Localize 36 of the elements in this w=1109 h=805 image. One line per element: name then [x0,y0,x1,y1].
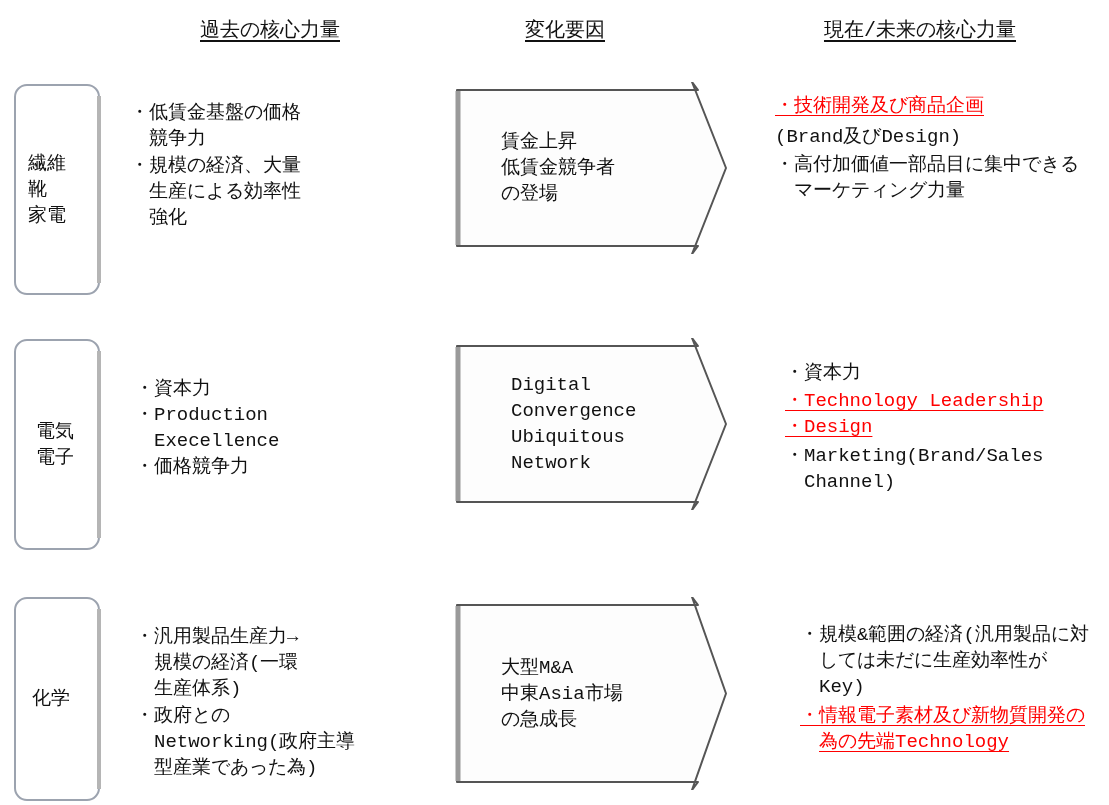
node-text: 家電 [28,203,67,229]
node-text: 中東Asia市場の急成長 [501,681,624,733]
node-text: 繊維 [28,151,67,177]
bullet-item: ・政府とのNetworking(政府主導型産業であった為) [135,704,357,781]
highlighted-item: ・情報電子素材及び新物質開発の為の先端Technology [800,704,1086,755]
node-text: 化学 [32,687,71,712]
bullet-item: ・資本力 [135,377,212,402]
rounded-box [12,337,102,552]
highlighted-item: ・技術開発及び商品企画 [775,94,985,119]
node-text: 低賃金競争者の登場 [501,156,616,207]
chevron-arrow [455,338,730,510]
node-text: 靴 [28,177,48,203]
node-text: Digital Convergence [511,373,638,424]
bullet-item: ・汎用製品生産力→規模の経済(一環生産体系) [135,625,300,702]
rounded-box [12,595,102,803]
highlighted-item: ・Design [785,415,874,440]
chevron-arrow [455,597,730,790]
node-text: 電気電子 [36,419,75,471]
bullet-item: ・規模&範囲の経済(汎用製品に対しては未だに生産効率性がKey) [800,623,1089,700]
bullet-item: ・Marketing(Brand/Sales Channel) [785,444,1045,495]
column-heading: 変化要因 [524,18,606,44]
chevron-arrow [455,82,730,254]
bullet-item: ・高付加価値一部品目に集中できるマーケティング力量 [775,153,1080,204]
bullet-item: ・価格競争力 [135,455,250,480]
column-heading: 過去の核心力量 [199,18,341,44]
bullet-item: (Brand及びDesign) [775,125,963,150]
column-heading: 現在/未来の核心力量 [823,18,1017,44]
bullet-item: ・低賃金基盤の価格競争力 [130,101,302,152]
rounded-box [12,82,102,297]
node-text: 大型M&A [501,655,575,681]
node-text: Ubiquitous Network [511,425,627,476]
highlighted-item: ・Technology Leadership [785,389,1045,414]
bullet-item: ・資本力 [785,361,862,386]
bullet-item: ・Production Execellence [135,403,281,454]
node-text: 賃金上昇 [501,130,578,155]
bullet-item: ・規模の経済、大量生産による効率性強化 [130,154,302,231]
